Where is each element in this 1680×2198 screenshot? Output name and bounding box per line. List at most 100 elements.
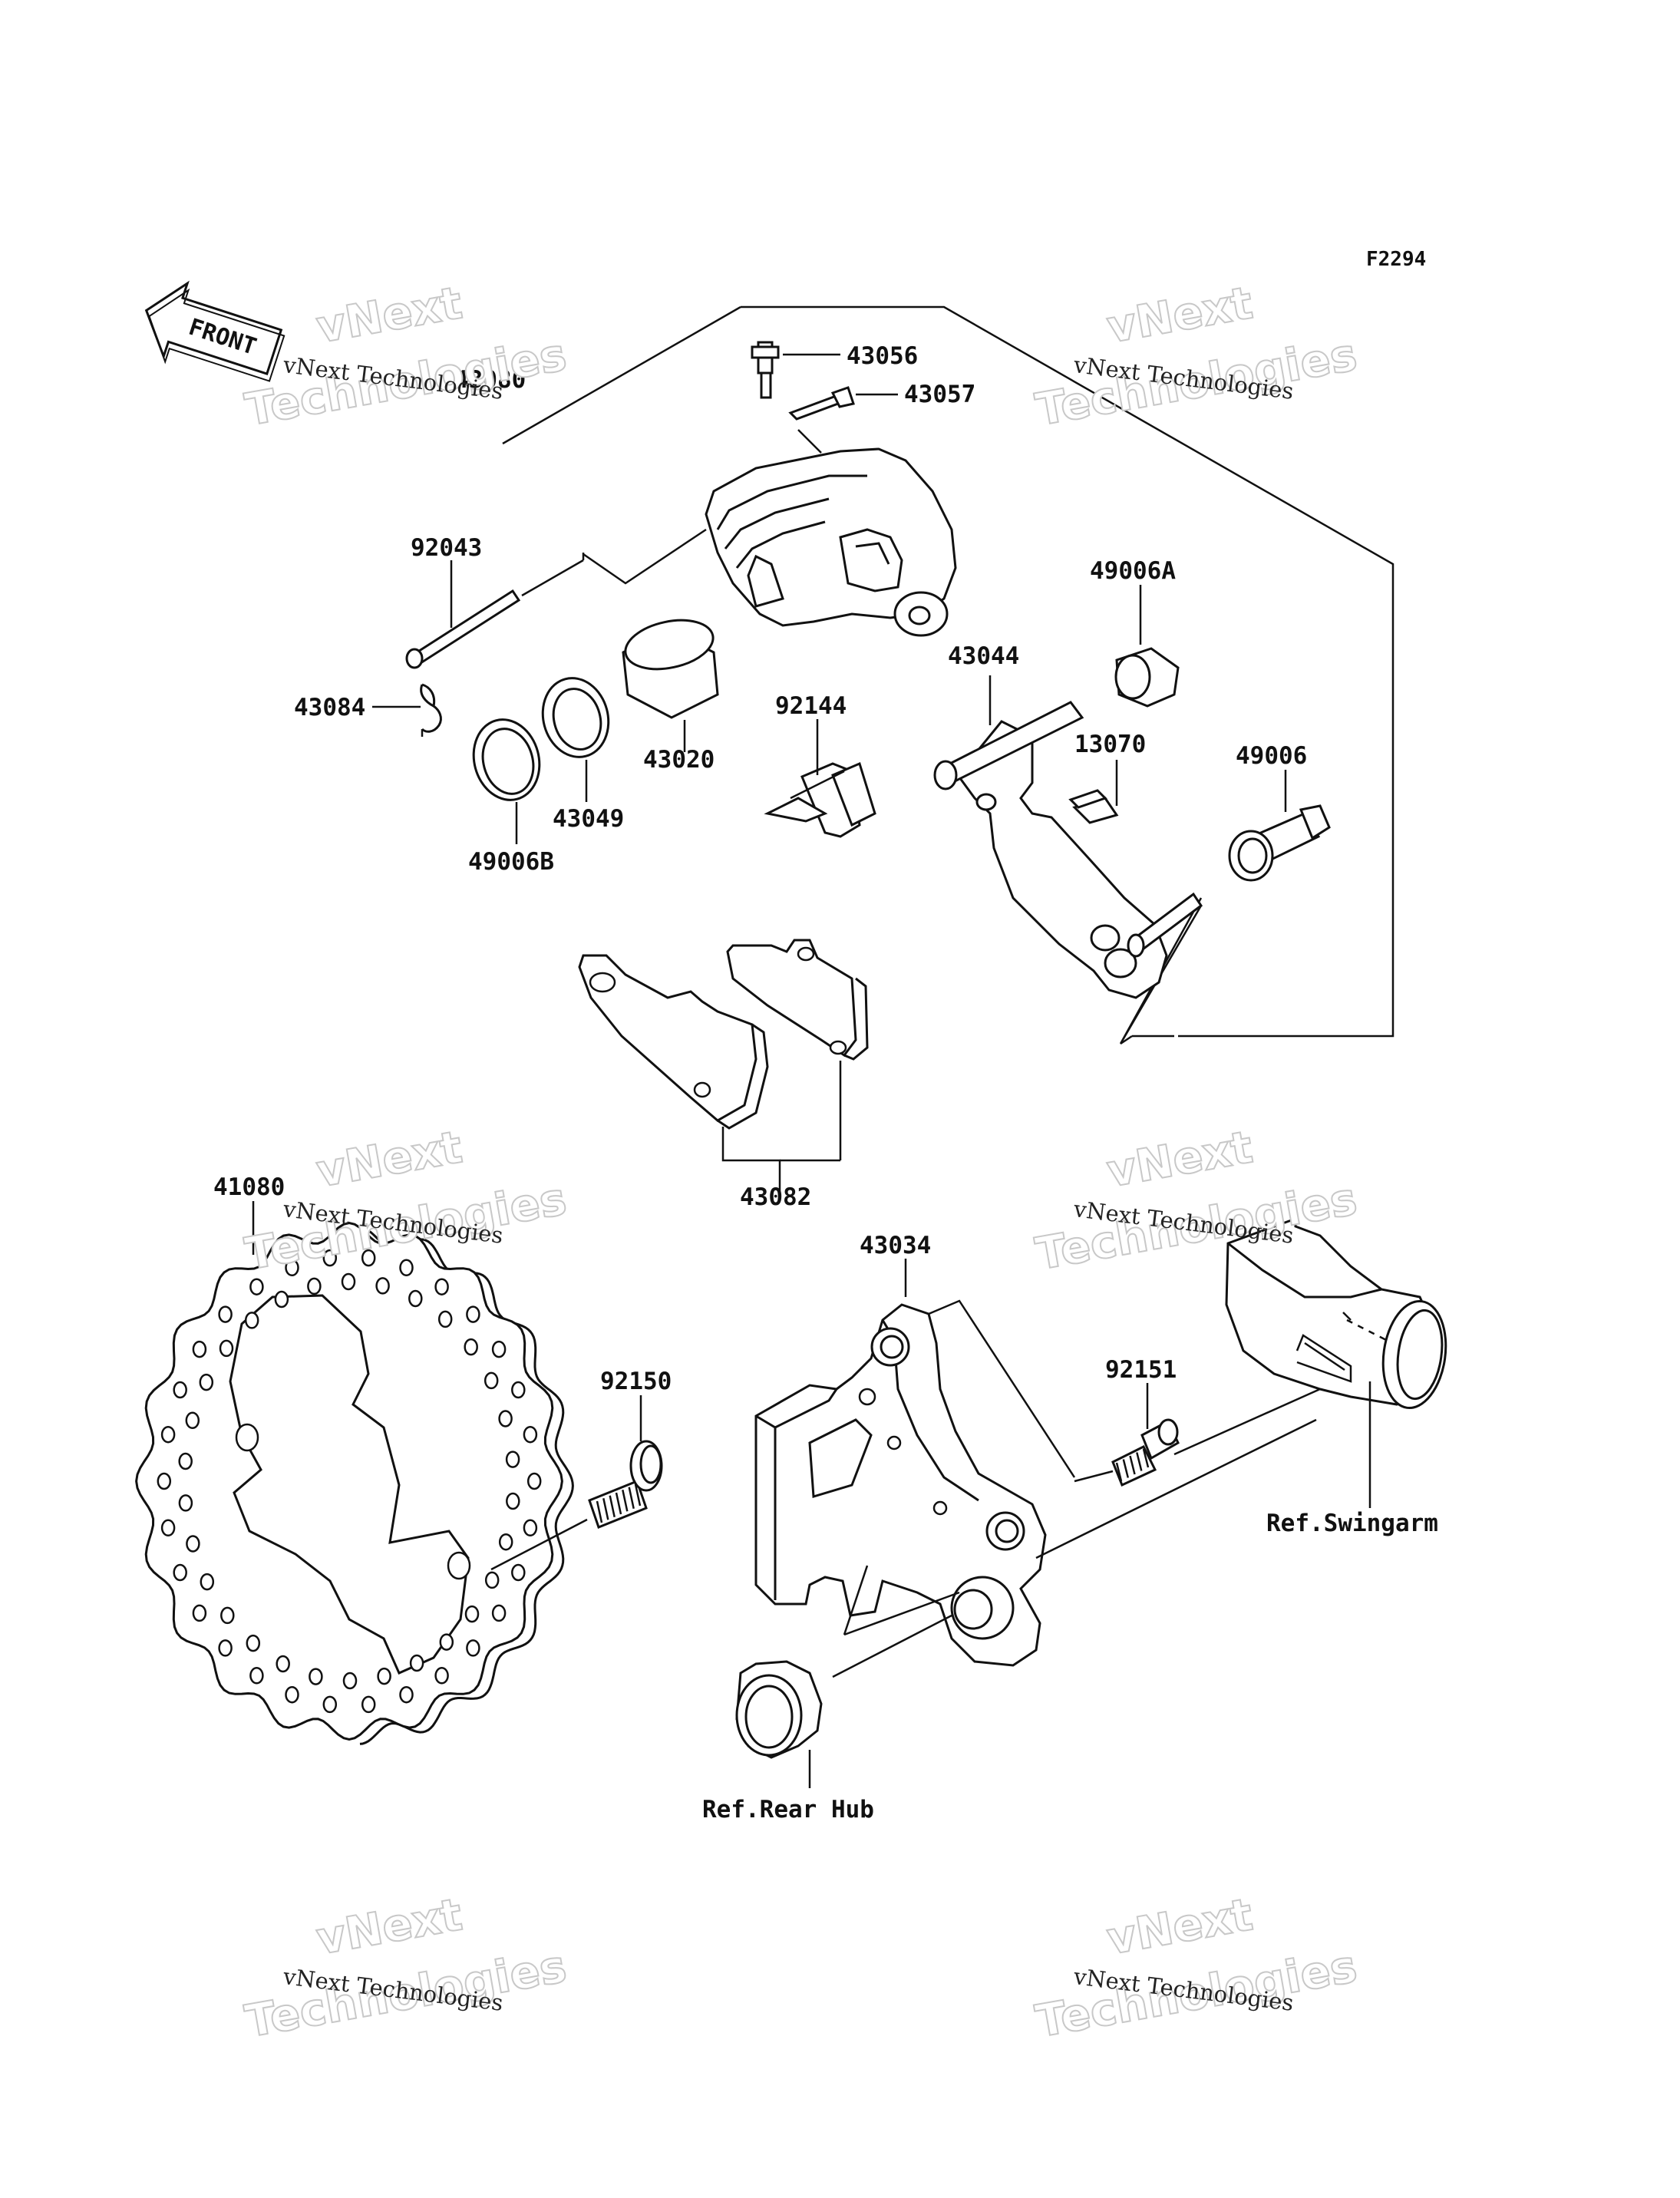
watermark-big-top: vNext	[1103, 1120, 1256, 1197]
caliper-bracket-43044	[933, 701, 1203, 999]
caliper-bracket-43034	[754, 1303, 1047, 1667]
bolt-thread-line	[615, 1492, 622, 1515]
pad-pin-92043	[405, 553, 585, 669]
disc-hole	[185, 1411, 200, 1430]
retainer-13070	[1068, 789, 1119, 824]
part-label-43084: 43084	[294, 694, 365, 721]
disc-hole	[192, 1604, 207, 1622]
disc-hole	[526, 1472, 542, 1490]
disc-hole	[511, 1563, 526, 1582]
disc-hole	[186, 1535, 200, 1553]
caliper-body	[705, 447, 957, 637]
disc-hole	[466, 1639, 480, 1657]
disc-hole	[274, 1290, 289, 1309]
watermark-big-top: vNext	[312, 1888, 466, 1965]
part-label-43049: 43049	[553, 805, 624, 833]
front-arrow-icon: FRONT	[144, 280, 286, 382]
disc-hole	[434, 1667, 449, 1685]
disc-hole	[322, 1249, 338, 1267]
disc-hole	[307, 1277, 322, 1295]
disc-hole	[220, 1606, 235, 1625]
disc-hole	[173, 1563, 187, 1582]
bolt-thread-line	[628, 1487, 635, 1509]
disc-hole	[285, 1685, 299, 1704]
part-label-43082: 43082	[740, 1183, 811, 1211]
disc-hole	[437, 1310, 453, 1328]
disc-hole	[377, 1667, 391, 1685]
piston-seal-49006B	[472, 718, 541, 801]
part-label-43044: 43044	[948, 642, 1019, 670]
bolt-thread-line	[1115, 1462, 1123, 1482]
disc-hole	[506, 1492, 520, 1510]
disc-hole	[505, 1450, 520, 1468]
rear-hub-reference	[735, 1614, 952, 1759]
part-label-41080: 41080	[213, 1173, 285, 1201]
watermark-big-top: vNext	[1103, 1888, 1256, 1965]
part-label-43034: 43034	[860, 1232, 931, 1259]
disc-hole	[249, 1667, 264, 1685]
disc-hole	[192, 1340, 207, 1358]
disc-hole	[399, 1259, 414, 1277]
caliper-group-outline	[741, 305, 1394, 1038]
bolt-thread-line	[1136, 1452, 1143, 1471]
part-label-92150: 92150	[600, 1368, 672, 1395]
disc-hole	[484, 1371, 499, 1390]
dust-seal-43049	[541, 677, 610, 758]
pad-spring-92144	[764, 761, 876, 838]
disc-hole	[491, 1340, 507, 1358]
disc-hole	[160, 1519, 176, 1537]
part-label-92151: 92151	[1105, 1356, 1177, 1384]
part-label-92144: 92144	[775, 692, 847, 720]
disc-hole	[464, 1338, 478, 1356]
disc-hole	[249, 1278, 264, 1295]
swingarm-reference	[1225, 1216, 1447, 1410]
disc-hole	[178, 1494, 193, 1512]
disc-hole	[464, 1605, 480, 1623]
disc-hole	[511, 1381, 526, 1399]
part-label-43020: 43020	[643, 746, 715, 774]
watermark-big-top: vNext	[1103, 276, 1256, 353]
disc-bolt-92150	[588, 1440, 663, 1529]
disc-hole	[498, 1533, 513, 1551]
disc-hole	[484, 1571, 500, 1589]
disc-hole	[276, 1655, 290, 1673]
disc-hole	[466, 1305, 480, 1323]
part-label-92043: 92043	[411, 534, 482, 562]
disc-hole	[160, 1425, 176, 1444]
disc-hole	[523, 1425, 538, 1444]
part-label-43056: 43056	[847, 342, 918, 370]
disc-hole	[375, 1277, 390, 1295]
part-label-43080: 43080	[454, 366, 526, 394]
bleeder-valve-43056	[751, 341, 840, 399]
disc-hole	[244, 1312, 259, 1329]
disc-hole	[285, 1259, 299, 1277]
ref-swingarm-label: Ref.Swingarm	[1266, 1510, 1438, 1537]
figure-code: F2294	[1366, 248, 1426, 271]
disc-hole	[218, 1639, 233, 1657]
clip-pin-43084	[420, 683, 442, 737]
part-label-49006: 49006	[1236, 742, 1307, 770]
bleeder-cap-43057	[788, 386, 898, 421]
bolt-thread-line	[1142, 1448, 1150, 1468]
bolt-thread-line	[634, 1483, 642, 1507]
bolt-thread-line	[622, 1490, 629, 1512]
disc-hole	[199, 1373, 214, 1391]
disc-hole	[523, 1519, 538, 1537]
disc-hole	[342, 1672, 358, 1690]
part-label-43057: 43057	[904, 381, 975, 408]
disc-hole	[178, 1452, 193, 1470]
disc-hole	[322, 1695, 338, 1714]
bolt-thread-line	[609, 1495, 616, 1517]
disc-hole	[157, 1472, 172, 1490]
watermark-big-top: vNext	[312, 276, 466, 353]
disc-hole	[491, 1604, 507, 1622]
bolt-thread-line	[1122, 1459, 1130, 1478]
piston-43020	[622, 619, 719, 719]
slide-pin-49006	[1228, 804, 1331, 882]
disc-hole	[309, 1668, 323, 1685]
bracket-bolt-92151	[1111, 1418, 1180, 1487]
disc-hole	[246, 1634, 261, 1652]
